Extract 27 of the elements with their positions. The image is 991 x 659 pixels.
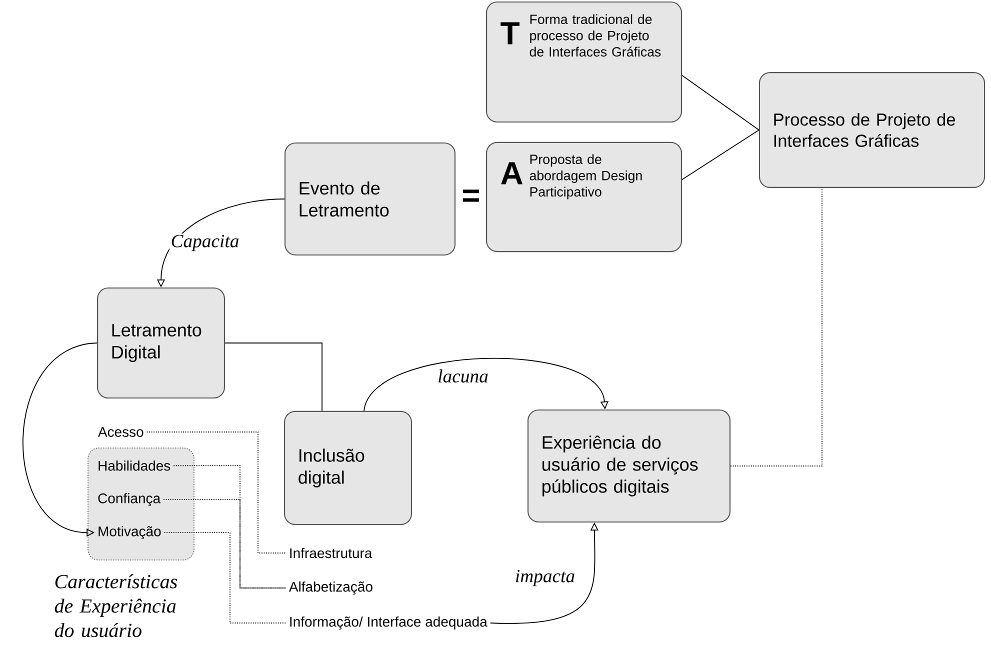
edge-label: lacuna [436, 368, 490, 384]
item-label: Acesso [98, 427, 144, 437]
process-box: T Forma tradicional de processo de Projeto de Interfaces Gráficas [486, 1, 682, 123]
item-label: Motivação [98, 526, 161, 540]
connector [224, 342, 322, 412]
item-label: Alfabetização [288, 581, 372, 595]
connector [364, 358, 609, 412]
connector [682, 74, 760, 130]
process-box: Letramento Digital [97, 287, 225, 399]
connector [163, 499, 286, 588]
item-label: Infraestrutura [290, 548, 372, 558]
process-box: Processo de Projeto de Interfaces Gráficas [758, 72, 986, 188]
process-box: Evento de Letramento [284, 142, 456, 256]
edge-label: impacta [514, 568, 576, 588]
process-box: Experiência do usuário de serviços públicos digitais [527, 409, 731, 523]
equals-sign: = [463, 190, 480, 202]
item-label: Habilidades [98, 460, 170, 471]
connector [173, 465, 286, 588]
item-label: Informação/ Interface adequada [290, 616, 488, 630]
node-label: Características de Experiência do usuário [54, 574, 178, 638]
connector [730, 188, 822, 466]
connector [146, 432, 286, 554]
process-box: Inclusão digital [284, 410, 412, 526]
connector [164, 532, 286, 624]
edge-label: Capacita [169, 234, 241, 252]
item-label: Confiança [98, 493, 161, 506]
connector [682, 130, 760, 180]
